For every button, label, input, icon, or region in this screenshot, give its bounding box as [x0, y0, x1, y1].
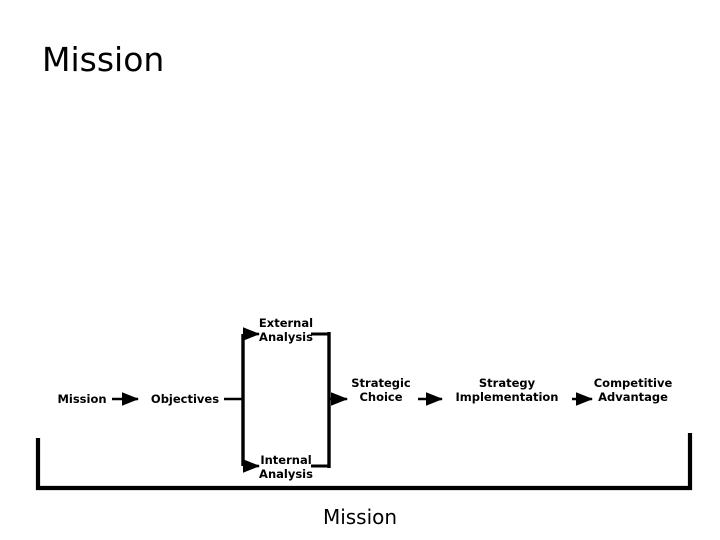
- analysis-merge-bracket: [311, 332, 331, 468]
- node-competitive-advantage: Competitive Advantage: [593, 376, 673, 404]
- analysis-split-bracket: [241, 327, 261, 473]
- node-external-analysis: External Analysis: [258, 316, 314, 344]
- node-strategy-implementation: Strategy Implementation: [455, 376, 559, 404]
- feedback-loop-bracket: [35, 433, 693, 491]
- diagram-caption: Mission: [322, 505, 398, 529]
- page-title: Mission: [42, 40, 165, 79]
- node-mission: Mission: [57, 392, 107, 406]
- node-internal-analysis: Internal Analysis: [259, 453, 313, 481]
- node-strategic-choice: Strategic Choice: [351, 376, 411, 404]
- node-objectives: Objectives: [150, 392, 220, 406]
